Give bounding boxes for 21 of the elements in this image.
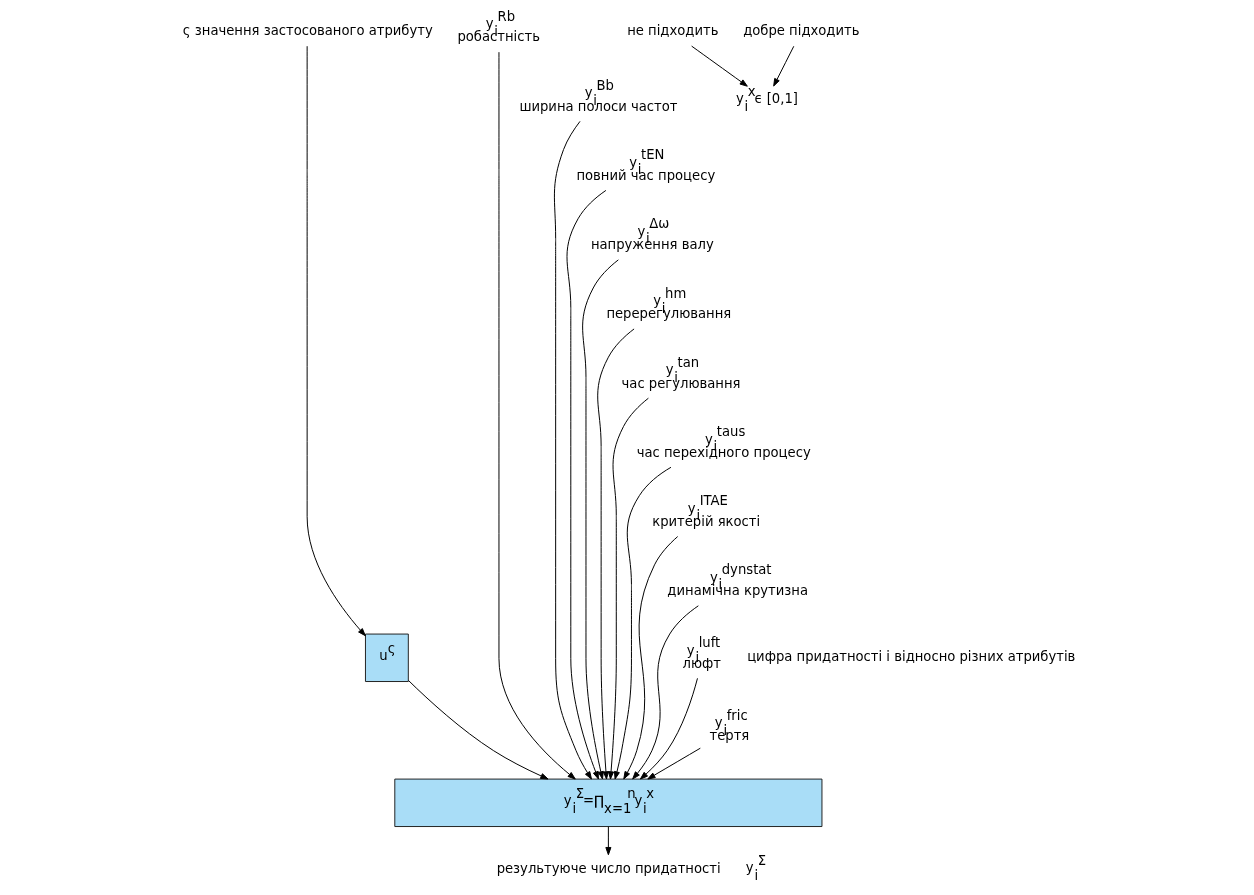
node-text: ς значення застосованого атрибуту — [182, 22, 433, 38]
label: цифра придатності i відносно різних атрибутів — [746, 649, 1075, 665]
arrow — [646, 747, 701, 780]
arrow — [690, 45, 748, 87]
arrow — [622, 536, 678, 780]
node-text: результуюче число придатності — [496, 860, 721, 876]
arrow — [607, 397, 649, 780]
arrow — [581, 259, 619, 780]
node-text: не підходить — [626, 22, 718, 38]
arrow — [407, 680, 549, 780]
arrow — [497, 51, 576, 780]
arrow — [613, 466, 671, 780]
arrow — [772, 45, 794, 87]
arrow — [639, 677, 698, 780]
arrow — [604, 826, 611, 856]
arrow — [566, 189, 606, 780]
arrow — [306, 45, 366, 637]
arrow — [553, 120, 592, 780]
node-text: добре підходить — [742, 22, 859, 38]
arrow — [596, 328, 635, 780]
arrow — [631, 605, 699, 780]
